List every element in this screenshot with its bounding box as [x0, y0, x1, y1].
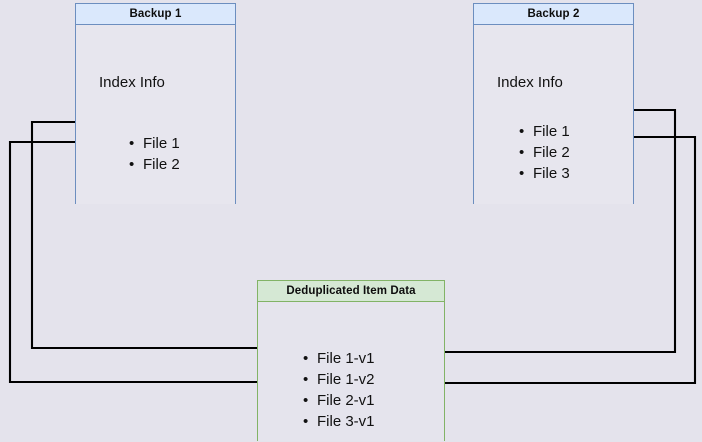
backup1-index-info-label: Index Info	[99, 74, 165, 91]
node-backup2[interactable]: Backup 2 Index Info File 1 File 2 File 3	[473, 3, 634, 204]
node-deduplicated-item-data[interactable]: Deduplicated Item Data File 1-v1 File 1-…	[257, 280, 445, 441]
backup1-file-list: File 1 File 2	[128, 133, 180, 175]
dedup-file-item: File 1-v1	[302, 348, 375, 369]
node-backup1[interactable]: Backup 1 Index Info File 1 File 2	[75, 3, 236, 204]
backup2-file-item: File 1	[518, 121, 570, 142]
backup2-file-list: File 1 File 2 File 3	[518, 121, 570, 184]
backup2-index-info-label: Index Info	[497, 74, 563, 91]
node-backup2-body: Index Info File 1 File 2 File 3	[474, 25, 633, 204]
dedup-file-list: File 1-v1 File 1-v2 File 2-v1 File 3-v1	[302, 348, 375, 432]
node-dedup-header: Deduplicated Item Data	[258, 281, 444, 302]
dedup-file-item: File 3-v1	[302, 411, 375, 432]
backup1-file-item: File 1	[128, 133, 180, 154]
node-dedup-body: File 1-v1 File 1-v2 File 2-v1 File 3-v1	[258, 302, 444, 441]
node-backup2-header: Backup 2	[474, 4, 633, 25]
node-backup1-body: Index Info File 1 File 2	[76, 25, 235, 204]
node-backup1-header: Backup 1	[76, 4, 235, 25]
backup2-file-item: File 3	[518, 163, 570, 184]
dedup-file-item: File 1-v2	[302, 369, 375, 390]
backup2-file-item: File 2	[518, 142, 570, 163]
backup1-file-item: File 2	[128, 154, 180, 175]
dedup-file-item: File 2-v1	[302, 390, 375, 411]
